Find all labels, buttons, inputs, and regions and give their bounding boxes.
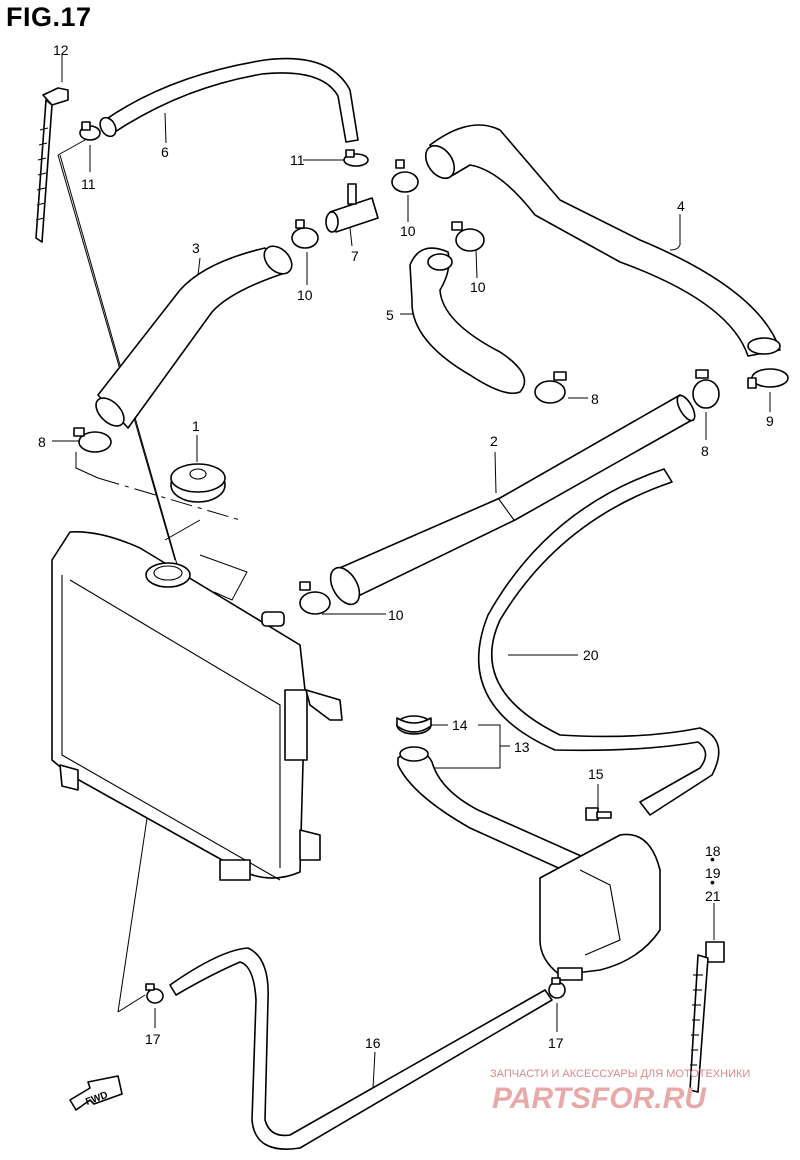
part-label: 10 — [400, 223, 416, 239]
part-label: 8 — [38, 434, 46, 450]
clamp-8a — [534, 371, 567, 404]
hose-20 — [477, 468, 720, 816]
t-joint-7 — [325, 183, 379, 233]
clamp-10d — [299, 581, 331, 615]
figure-title: FIG.17 — [6, 2, 92, 32]
watermark: ЗАПЧАСТИ И АКСЕССУАРЫ ДЛЯ МОТОТЕХНИКИ PA… — [490, 1068, 750, 1115]
part-label: 20 — [583, 647, 599, 663]
hose-5 — [409, 247, 526, 394]
part-label: 10 — [388, 607, 404, 623]
part-label: 8 — [591, 391, 599, 407]
part-label: 12 — [53, 42, 69, 58]
hose-16 — [169, 947, 553, 1150]
clamp-17a — [145, 983, 164, 1004]
watermark-tagline: ЗАПЧАСТИ И АКСЕССУАРЫ ДЛЯ МОТОТЕХНИКИ — [490, 1068, 750, 1080]
clamp-10b — [391, 159, 419, 193]
part-label: 7 — [351, 248, 359, 264]
part-label: 14 — [452, 717, 468, 733]
part-label: 17 — [145, 1031, 161, 1047]
forward-arrow: FWD — [69, 1075, 123, 1111]
part-label: 16 — [365, 1035, 381, 1051]
part-labels: 1 2 3 4 5 6 7 8 8 8 9 10 10 10 10 11 11 … — [38, 42, 774, 1051]
reservoir-tank — [539, 833, 661, 981]
part-label: 11 — [81, 176, 96, 192]
part-label: • — [710, 874, 715, 890]
part-label: 8 — [701, 443, 709, 459]
radiator-cap-1 — [170, 463, 226, 503]
hose-4 — [424, 124, 781, 357]
part-label: 21 — [705, 888, 721, 904]
clamp-9 — [747, 368, 789, 389]
part-label: 15 — [588, 766, 604, 782]
part-label: 4 — [677, 198, 685, 214]
part-label: 1 — [192, 418, 200, 434]
part-label: 6 — [161, 144, 169, 160]
part-label: 10 — [470, 279, 486, 295]
part-label: 10 — [297, 287, 313, 303]
hose-2 — [329, 394, 696, 606]
part-label: 17 — [548, 1035, 564, 1051]
hose-6 — [99, 57, 359, 143]
part-label: 5 — [386, 307, 394, 323]
band-strap-18-19-21 — [689, 941, 725, 1093]
part-label: 13 — [514, 739, 530, 755]
clamp-8c — [692, 369, 720, 409]
hose-3 — [95, 245, 293, 429]
clamp-17b — [548, 977, 566, 999]
watermark-logo: PARTSFOR.RU — [492, 1082, 707, 1115]
part-label: • — [710, 851, 715, 867]
part-label: 19 — [705, 865, 721, 881]
radiator — [51, 531, 343, 881]
bolt-15 — [585, 807, 612, 821]
clamp-10c — [451, 221, 485, 252]
part-label: 18 — [705, 843, 721, 859]
part-label: 9 — [766, 413, 774, 429]
reservoir-hose-13 — [397, 746, 591, 881]
clamp-10a — [291, 219, 319, 249]
part-label: 11 — [290, 152, 305, 168]
part-label: 3 — [192, 240, 200, 256]
part-label: 2 — [490, 433, 498, 449]
clamp-11a — [79, 121, 101, 141]
clamp-8b — [73, 427, 112, 453]
clamp-band-12 — [35, 87, 69, 243]
clamp-11b — [343, 149, 369, 167]
reservoir-cap-14 — [396, 715, 432, 735]
